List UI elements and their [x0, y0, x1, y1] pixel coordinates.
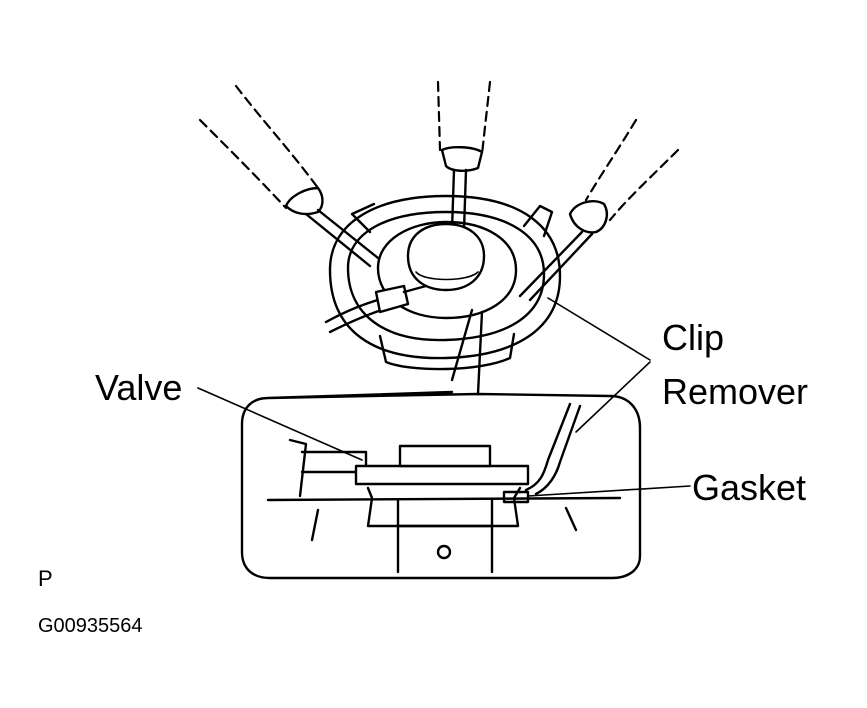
- leader-gasket: [527, 485, 691, 497]
- label-gasket: Gasket: [692, 467, 807, 508]
- hand-center-dashed: [436, 80, 492, 156]
- leader-clip-remover-lower: [575, 361, 651, 433]
- label-clip: Clip: [662, 317, 725, 358]
- detail-inset-content: [266, 402, 622, 574]
- figure-id: G00935564: [38, 615, 143, 637]
- leader-valve: [197, 387, 363, 461]
- hand-right-dashed: [584, 118, 680, 222]
- leader-clip-remover-upper: [547, 297, 651, 361]
- label-remover: Remover: [662, 371, 809, 412]
- detail-inset-frame: [240, 390, 642, 580]
- hand-left-dashed: [198, 84, 320, 210]
- view-letter: P: [38, 566, 53, 591]
- pump-assembly: [324, 194, 562, 396]
- label-valve: Valve: [95, 367, 183, 408]
- screwdriver-center: [440, 146, 484, 232]
- screwdriver-right: [518, 200, 608, 302]
